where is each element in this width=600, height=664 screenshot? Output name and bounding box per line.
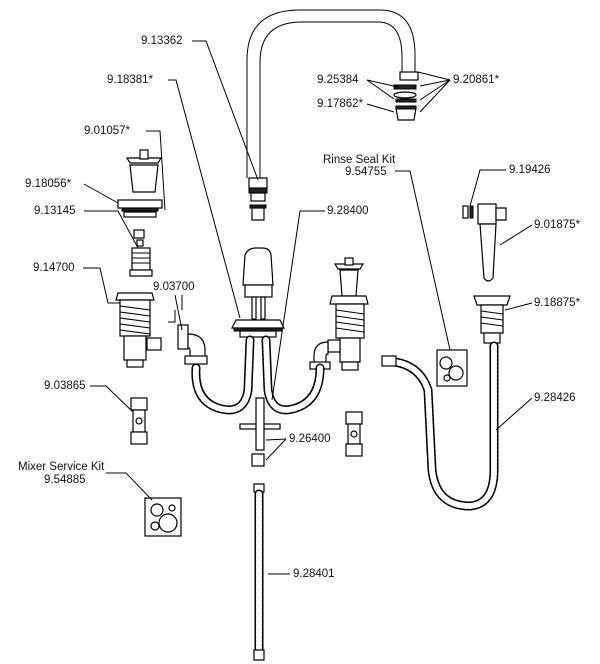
part-label-9-01875: 9.01875* (534, 219, 581, 231)
part-label-9-28426: 9.28426 (534, 392, 576, 404)
u-hoses (191, 335, 325, 415)
sprayer (477, 203, 507, 282)
part-label-9-03700: 9.03700 (153, 281, 195, 293)
part-label-9-01057: 9.01057* (84, 125, 131, 137)
part-label-9-28400: 9.28400 (327, 205, 369, 217)
left-handle-parts (117, 199, 163, 247)
left-valve-body (115, 292, 162, 368)
part-label-9-14700: 9.14700 (33, 262, 75, 274)
long-hose (253, 483, 265, 661)
part-label-9-26400: 9.26400 (289, 433, 331, 445)
part-label-9-18056: 9.18056* (25, 178, 72, 190)
part-label-9-18381: 9.18381* (107, 74, 154, 86)
t-connector (239, 397, 281, 467)
sprayer-base (473, 295, 511, 344)
left-cartridge (129, 247, 153, 277)
left-handle (125, 149, 163, 193)
part-label-9-03865: 9.03865 (44, 380, 86, 392)
sprayer-hose (381, 341, 499, 511)
mixer-service-kit-icon (144, 497, 182, 537)
right-handle (333, 257, 365, 297)
part-label-9-19426: 9.19426 (509, 164, 551, 176)
part-label-9-13362: 9.13362 (141, 35, 183, 47)
spout (246, 9, 419, 178)
part-label-9-18875: 9.18875* (534, 297, 581, 309)
rinse-seal-kit-label: Rinse Seal Kit (323, 154, 396, 166)
part-label-9-13145: 9.13145 (34, 205, 76, 217)
left-coupling (130, 397, 148, 445)
part-label-9-20861: 9.20861* (453, 74, 500, 86)
part-label-9-28401: 9.28401 (293, 568, 335, 580)
rinse-seal-kit-icon (436, 349, 468, 387)
part-label-9-54755: 9.54755 (345, 166, 387, 178)
leader-lines (83, 40, 533, 575)
left-elbow (177, 324, 208, 365)
sprayer-parts (462, 205, 474, 219)
right-valve-body (327, 295, 369, 371)
spout-hub (231, 247, 285, 338)
part-label-9-17862: 9.17862* (317, 98, 364, 110)
aerator-parts (393, 84, 417, 121)
part-label-9-25384: 9.25384 (317, 74, 359, 86)
part-label-9-54885: 9.54885 (44, 474, 86, 486)
right-coupling (345, 411, 363, 457)
spout-connector (248, 177, 268, 221)
mixer-service-kit-label: Mixer Service Kit (18, 461, 105, 473)
